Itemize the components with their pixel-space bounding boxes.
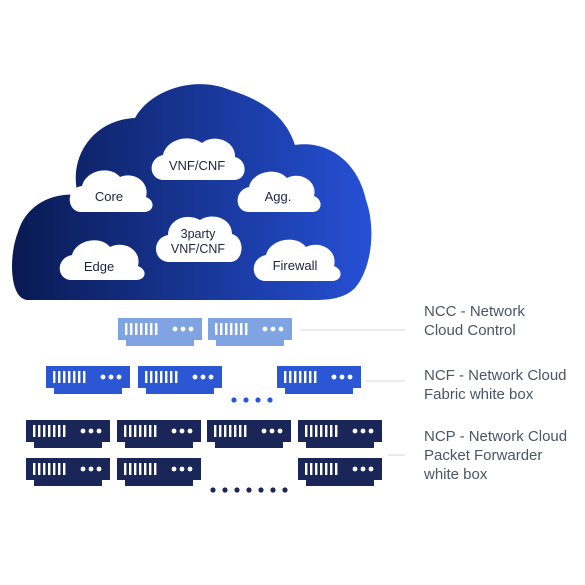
server-vent-icon (145, 371, 178, 383)
ncp-caption: NCP - Network Cloud Packet Forwarder whi… (424, 427, 567, 484)
server-vent-icon (215, 323, 248, 335)
cloud-node-core: Core (69, 170, 153, 212)
ncf-caption-line1: NCF - Network Cloud (424, 367, 567, 384)
ncp-server-2 (117, 420, 201, 448)
ncp-more-dots (210, 487, 288, 493)
server-led-icon (262, 326, 284, 332)
server-vent-icon (53, 371, 86, 383)
server-vent-icon (125, 323, 158, 335)
ncp-caption-line1: NCP - Network Cloud (424, 428, 568, 445)
ncc-server-1 (118, 318, 202, 346)
cloud-node-agg: Agg. (237, 171, 321, 212)
ncf-caption-line2: Fabric white box (424, 386, 534, 403)
server-led-icon (171, 466, 193, 472)
server-led-icon (192, 374, 214, 380)
ncc-caption-line2: Cloud Control (424, 322, 516, 339)
server-led-icon (80, 428, 102, 434)
server-vent-icon (124, 425, 157, 437)
ncf-server-2 (138, 366, 222, 394)
cloud-node-3party: 3party VNF/CNF (156, 216, 242, 262)
cloud-node-edge: Edge (59, 240, 145, 280)
server-led-icon (331, 374, 353, 380)
server-led-icon (172, 326, 194, 332)
server-vent-icon (214, 425, 247, 437)
ncc-server-2 (208, 318, 292, 346)
server-vent-icon (33, 463, 66, 475)
ncp-caption-line3: white box (424, 466, 488, 483)
cloud-node-edge-label: Edge (84, 259, 114, 274)
cloud-node-firewall-label: Firewall (273, 258, 318, 273)
cloud-node-vnf: VNF/CNF (151, 138, 245, 180)
cloud-node-core-label: Core (95, 189, 123, 204)
ncc-server-group (118, 318, 292, 346)
server-led-icon (352, 466, 374, 472)
server-led-icon (261, 428, 283, 434)
ncf-more-dots (231, 397, 273, 403)
ncf-server-3 (277, 366, 361, 394)
ncp-caption-line2: Packet Forwarder (424, 447, 543, 464)
server-vent-icon (33, 425, 66, 437)
ncp-server-1 (26, 420, 110, 448)
cloud-node-vnf-label: VNF/CNF (169, 158, 225, 173)
server-led-icon (352, 428, 374, 434)
cloud-node-firewall: Firewall (253, 239, 341, 281)
ncf-server-1 (46, 366, 130, 394)
ncp-server-group (26, 420, 382, 486)
cloud-node-3party-label-line1: 3party (181, 227, 216, 241)
ncp-server-6 (117, 458, 201, 486)
ncc-caption-line1: NCC - Network (424, 303, 525, 320)
connectors (300, 329, 405, 456)
cloud-node-3party-label-line2: VNF/CNF (171, 242, 226, 256)
server-led-icon (80, 466, 102, 472)
server-vent-icon (305, 425, 338, 437)
ncc-caption: NCC - Network Cloud Control (424, 302, 525, 340)
cloud-node-agg-label: Agg. (265, 189, 292, 204)
ncp-server-7 (298, 458, 382, 486)
ncp-server-5 (26, 458, 110, 486)
server-led-icon (100, 374, 122, 380)
ncp-server-4 (298, 420, 382, 448)
ncf-server-group (46, 366, 361, 394)
server-vent-icon (124, 463, 157, 475)
ncp-server-3 (207, 420, 291, 448)
server-vent-icon (305, 463, 338, 475)
ncf-caption: NCF - Network Cloud Fabric white box (424, 366, 567, 404)
server-led-icon (171, 428, 193, 434)
server-vent-icon (284, 371, 317, 383)
